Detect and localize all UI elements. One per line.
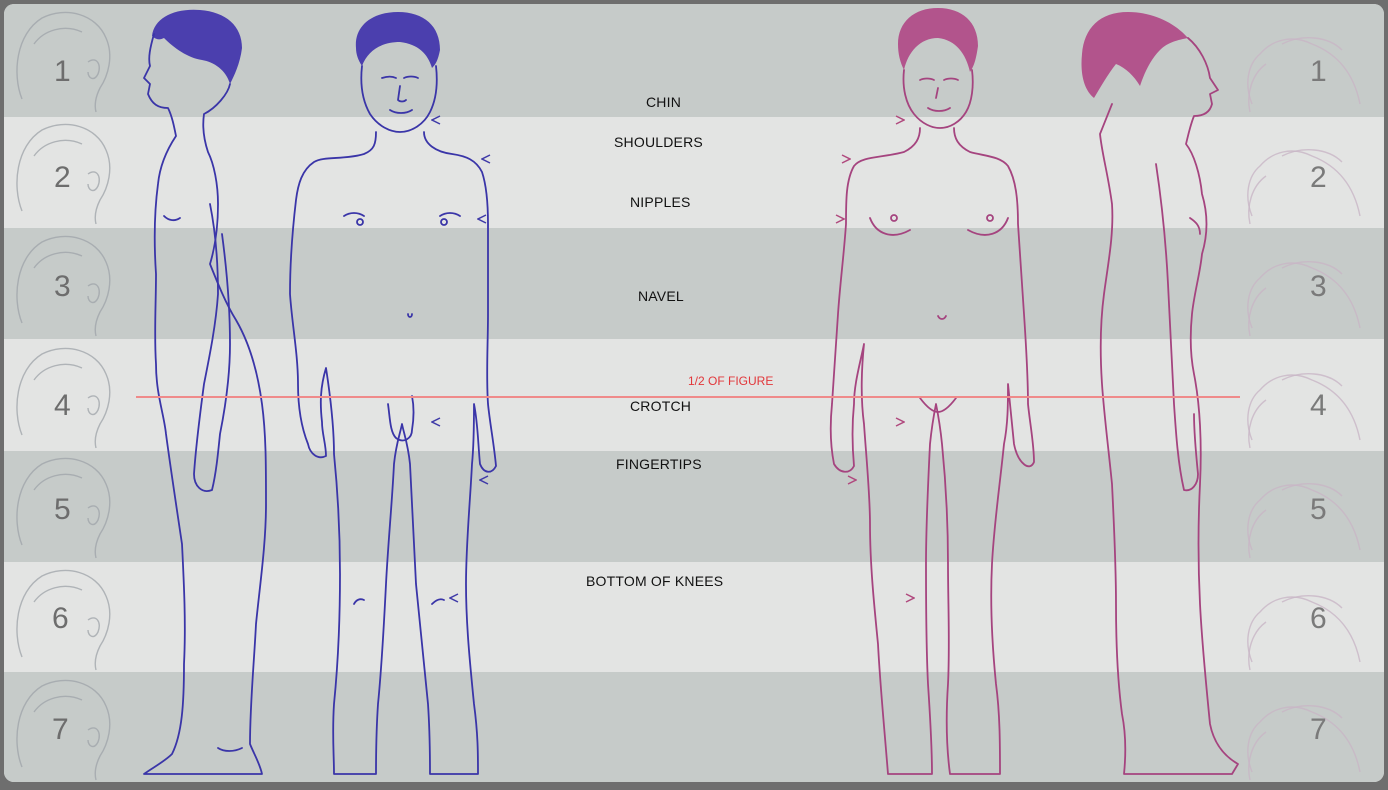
head-unit-number-left-5: 5 [54, 493, 71, 526]
head-unit-number-left-6: 6 [52, 602, 69, 635]
landmark-label: FINGERTIPS [616, 456, 702, 472]
head-unit-number-right-5: 5 [1310, 493, 1327, 526]
head-unit-number-right-1: 1 [1310, 55, 1327, 88]
midline-label: 1/2 OF FIGURE [688, 374, 773, 388]
head-unit-number-right-6: 6 [1310, 602, 1327, 635]
head-unit-number-left-3: 3 [54, 270, 71, 303]
landmark-label: CHIN [646, 94, 681, 110]
landmark-label: SHOULDERS [614, 134, 703, 150]
head-unit-number-right-2: 2 [1310, 161, 1327, 194]
proportion-chart: 1 2 3 4 5 6 7 [4, 4, 1384, 782]
head-unit-number-left-4: 4 [54, 389, 71, 422]
head-unit-number-right-3: 3 [1310, 270, 1327, 303]
head-unit-number-right-4: 4 [1310, 389, 1327, 422]
band-7 [4, 672, 1384, 782]
landmark-label: CROTCH [630, 398, 691, 414]
landmark-label: NAVEL [638, 288, 684, 304]
head-unit-number-left-2: 2 [54, 161, 71, 194]
head-unit-number-left-7: 7 [52, 713, 69, 746]
landmark-label: NIPPLES [630, 194, 691, 210]
band-3 [4, 228, 1384, 339]
head-unit-number-right-7: 7 [1310, 713, 1327, 746]
figure-diagram: 1 2 3 4 5 6 7 [4, 4, 1384, 782]
head-unit-number-left-1: 1 [54, 55, 71, 88]
landmark-label: BOTTOM OF KNEES [586, 573, 723, 589]
